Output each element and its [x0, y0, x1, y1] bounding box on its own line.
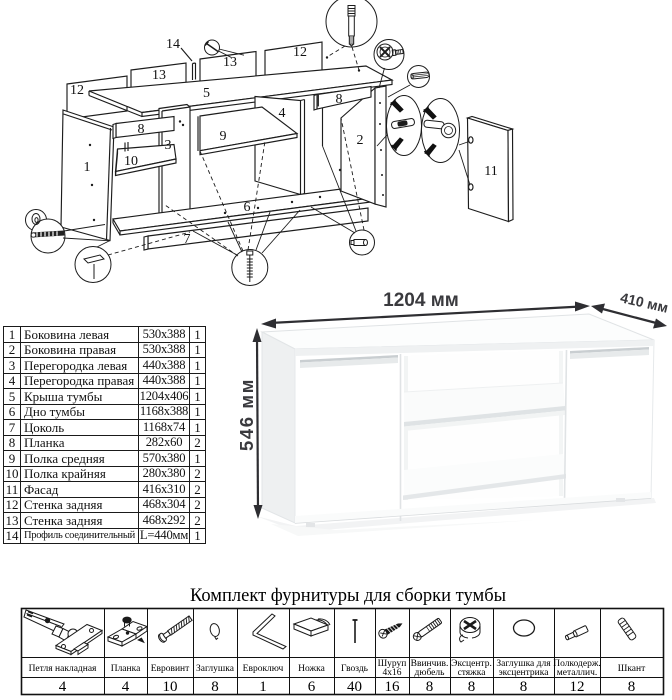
svg-text:дюбель: дюбель	[415, 667, 446, 678]
svg-text:Шуруп: Шуруп	[378, 659, 407, 669]
svg-text:8: 8	[468, 679, 476, 695]
svg-text:8: 8	[138, 122, 145, 137]
svg-text:1204 мм: 1204 мм	[383, 290, 459, 311]
svg-text:стяжка: стяжка	[458, 668, 487, 678]
svg-text:Эксцентр.: Эксцентр.	[451, 659, 492, 669]
svg-text:Планка: Планка	[111, 664, 141, 674]
svg-text:16: 16	[385, 679, 401, 695]
svg-text:8: 8	[336, 92, 343, 107]
svg-text:эксцентрика: эксцентрика	[499, 668, 550, 678]
svg-text:8: 8	[426, 679, 434, 695]
svg-text:12: 12	[70, 83, 84, 98]
svg-text:Ножка: Ножка	[298, 664, 325, 674]
svg-text:Евроключ: Евроключ	[243, 664, 284, 674]
svg-text:Заглушка для: Заглушка для	[496, 659, 551, 669]
svg-text:5: 5	[203, 86, 210, 101]
svg-text:Заглушка: Заглушка	[196, 664, 235, 674]
svg-text:металлич.: металлич.	[557, 668, 598, 678]
svg-text:1: 1	[84, 160, 91, 175]
svg-text:546 мм: 546 мм	[236, 378, 257, 451]
svg-text:8: 8	[628, 679, 636, 695]
svg-text:3: 3	[165, 138, 172, 153]
svg-text:12: 12	[570, 679, 585, 695]
svg-text:11: 11	[484, 164, 497, 179]
svg-text:12: 12	[293, 45, 307, 60]
svg-text:6: 6	[244, 200, 251, 215]
svg-text:Ввинчив.: Ввинчив.	[411, 659, 449, 669]
svg-text:4: 4	[59, 679, 67, 695]
svg-text:Петля накладная: Петля накладная	[29, 664, 97, 674]
svg-text:Шкант: Шкант	[618, 664, 646, 674]
svg-text:1: 1	[259, 679, 267, 695]
svg-text:40: 40	[347, 679, 362, 695]
svg-text:Гвоздь: Гвоздь	[341, 664, 369, 674]
svg-text:8: 8	[520, 679, 528, 695]
svg-text:10: 10	[163, 679, 178, 695]
svg-text:Евровинт: Евровинт	[151, 664, 190, 674]
svg-text:13: 13	[152, 68, 166, 83]
svg-text:4: 4	[279, 106, 286, 121]
svg-text:4: 4	[122, 679, 130, 695]
svg-text:2: 2	[357, 133, 364, 148]
svg-text:7: 7	[184, 232, 191, 247]
svg-text:14: 14	[166, 37, 180, 52]
svg-text:13: 13	[223, 55, 237, 70]
svg-text:10: 10	[124, 154, 138, 169]
svg-text:Полкодерж.: Полкодерж.	[553, 659, 601, 669]
svg-text:6: 6	[308, 679, 316, 695]
svg-text:8: 8	[211, 679, 219, 695]
svg-text:4х16: 4х16	[383, 668, 402, 678]
svg-text:9: 9	[220, 129, 227, 144]
